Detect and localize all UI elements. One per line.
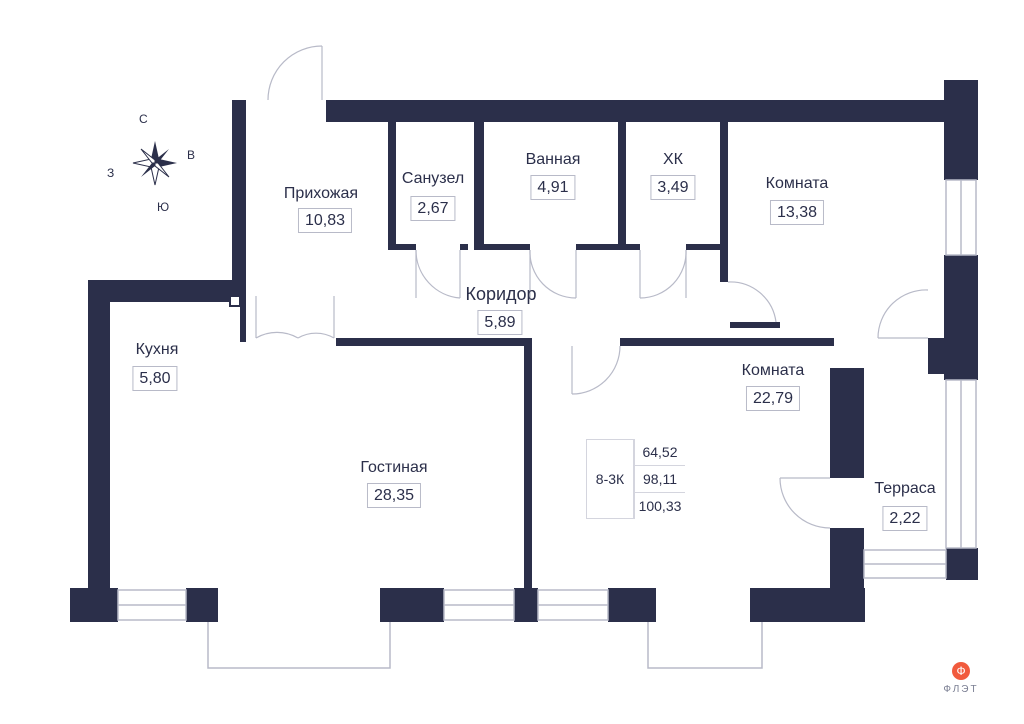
compass-north: С xyxy=(139,112,148,126)
room-storage-area: 3,49 xyxy=(650,175,696,200)
windows xyxy=(117,179,977,669)
room-room2-area: 22,79 xyxy=(745,386,801,411)
total-area-value: 98,11 xyxy=(634,466,685,493)
doors xyxy=(255,45,929,529)
brand-logo: Ф ФЛЭТ xyxy=(939,662,983,695)
room-room2-name: Комната xyxy=(741,362,805,379)
room-bathroom-name: Ванная xyxy=(525,151,581,168)
compass-south: Ю xyxy=(157,200,170,214)
compass-icon xyxy=(132,141,177,186)
room-terrace-area: 2,22 xyxy=(882,506,928,531)
room-kitchen-area: 5,80 xyxy=(132,366,178,391)
logo-text: ФЛЭТ xyxy=(943,684,979,695)
room-corridor-area: 5,89 xyxy=(477,310,523,335)
room-hallway-name: Прихожая xyxy=(283,185,359,202)
room-wc-area: 2,67 xyxy=(410,196,456,221)
room-storage-name: ХК xyxy=(663,151,683,168)
walls xyxy=(70,80,978,622)
room-corridor-name: Коридор xyxy=(465,284,537,304)
room-room1-area: 13,38 xyxy=(769,200,825,225)
total-with-terrace-value: 100,33 xyxy=(634,493,685,519)
logo-icon: Ф xyxy=(952,662,970,680)
area-summary: 8-3К 64,52 98,11 100,33 xyxy=(586,439,694,519)
room-kitchen-name: Кухня xyxy=(135,341,179,358)
compass-west: З xyxy=(107,166,115,180)
room-bathroom-area: 4,91 xyxy=(530,175,576,200)
compass-east: В xyxy=(187,148,196,162)
room-living-name: Гостиная xyxy=(360,459,428,476)
room-hallway-area: 10,83 xyxy=(297,208,353,233)
room-room1-name: Комната xyxy=(765,175,829,192)
room-wc-name: Санузел xyxy=(401,170,465,187)
living-area-value: 64,52 xyxy=(634,439,685,466)
apartment-code: 8-3К xyxy=(586,439,634,519)
room-living-area: 28,35 xyxy=(366,483,422,508)
room-terrace-name: Терраса xyxy=(874,480,936,497)
